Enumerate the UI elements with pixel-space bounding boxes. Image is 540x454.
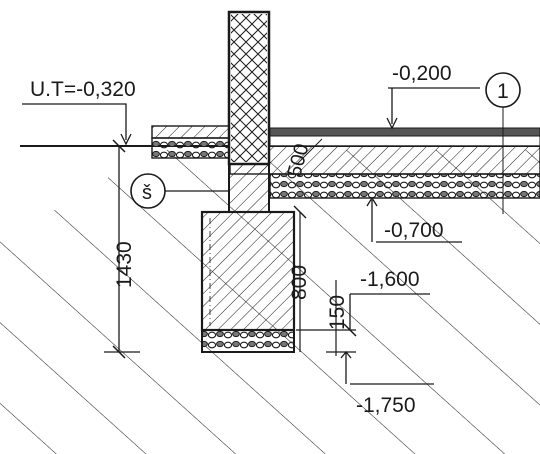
- terrain-level-label: U.T=-0,320: [30, 78, 136, 101]
- footing-gravel: [201, 329, 295, 353]
- dimension-800: 800: [288, 205, 311, 352]
- floor-level-marker: -0,200 1: [386, 62, 521, 214]
- slab-bottom-level-label: -0,700: [384, 219, 444, 242]
- dimension-150: 150: [326, 280, 356, 356]
- drain-marker: š: [130, 173, 229, 209]
- terrain-level-marker: U.T=-0,320: [22, 78, 136, 146]
- floor-level-label: -0,200: [392, 62, 452, 85]
- detail-marker-number: 1: [497, 80, 509, 103]
- dimension-1430-label: 1430: [113, 241, 136, 288]
- dimension-1430: 1430: [104, 139, 140, 359]
- dimension-150-label: 150: [326, 295, 349, 330]
- foundation-wall: [200, 163, 296, 332]
- slab-bottom-level-marker: -0,700: [366, 196, 462, 243]
- footing-top-level-marker: -1,600: [296, 268, 430, 337]
- wall-insulation: [227, 10, 271, 166]
- footing-top-level-label: -1,600: [360, 268, 420, 291]
- drain-marker-label: š: [142, 182, 152, 204]
- dimension-800-label: 800: [288, 265, 311, 300]
- footing-bottom-level-label: -1,750: [356, 394, 416, 417]
- footing-bottom-level-marker: -1,750: [340, 350, 434, 417]
